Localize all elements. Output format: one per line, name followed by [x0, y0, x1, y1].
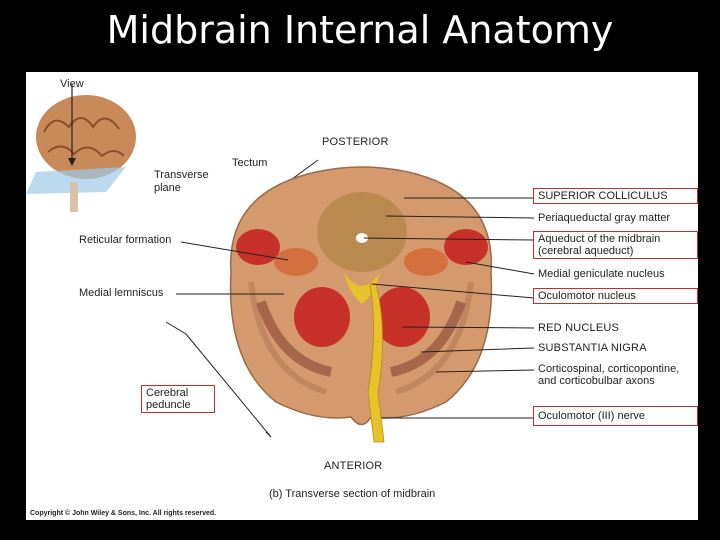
label-periaqueductal-gray: Periaqueductal gray matter	[538, 212, 671, 224]
slide-title: Midbrain Internal Anatomy	[106, 8, 614, 52]
copyright-notice: Copyright © John Wiley & Sons, Inc. All …	[30, 510, 217, 517]
label-transverse-plane-2: plane	[154, 182, 181, 194]
figure-caption: (b) Transverse section of midbrain	[269, 488, 436, 500]
label-aqueduct-2: (cerebral aqueduct)	[538, 245, 634, 257]
brain-thumbnail	[26, 84, 136, 212]
label-cerebral-peduncle-1: Cerebral	[146, 387, 189, 399]
box-aqueduct: Aqueduct of the midbrain (cerebral aqued…	[533, 231, 698, 259]
label-corticospinal-1: Corticospinal, corticopontine,	[538, 363, 680, 375]
midbrain-illustration	[26, 84, 535, 443]
box-cerebral-peduncle: Cerebral peduncle	[141, 385, 215, 413]
midbrain-section	[229, 166, 493, 443]
label-aqueduct-1: Aqueduct of the midbrain	[538, 233, 661, 245]
label-substantia-nigra: SUBSTANTIA NIGRA	[538, 342, 647, 354]
label-medial-geniculate: Medial geniculate nucleus	[538, 268, 665, 280]
label-anterior: ANTERIOR	[324, 460, 383, 472]
label-corticospinal-2: and corticobulbar axons	[538, 375, 655, 387]
label-red-nucleus: RED NUCLEUS	[538, 322, 620, 334]
box-oculomotor-nucleus: Oculomotor nucleus	[533, 288, 698, 304]
label-reticular-formation: Reticular formation	[79, 234, 172, 246]
label-transverse-plane-1: Transverse	[154, 169, 209, 181]
label-cerebral-peduncle-2: peduncle	[146, 399, 191, 411]
anatomy-figure: View Transverse plane Tectum POSTERIOR A…	[26, 72, 698, 520]
label-view: View	[60, 78, 84, 90]
label-tectum: Tectum	[232, 157, 268, 169]
box-oculomotor-nerve: Oculomotor (III) nerve	[533, 406, 698, 426]
box-superior-colliculus: SUPERIOR COLLICULUS	[533, 188, 698, 204]
label-posterior: POSTERIOR	[322, 136, 389, 148]
label-medial-lemniscus: Medial lemniscus	[79, 287, 164, 299]
